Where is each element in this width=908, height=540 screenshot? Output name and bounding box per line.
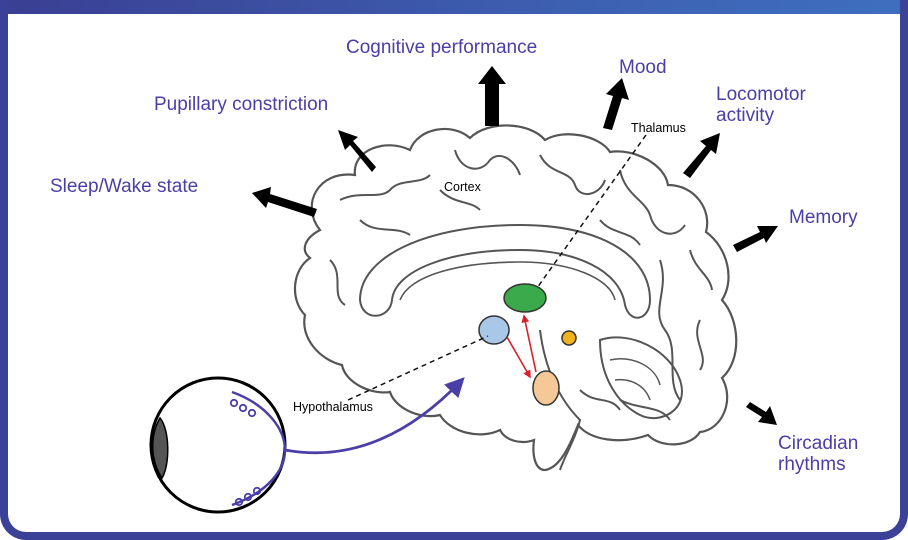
- arrow-locomotor: [683, 133, 720, 178]
- label-cortex: Cortex: [444, 180, 481, 194]
- label-pupillary-constriction: Pupillary constriction: [154, 94, 328, 115]
- label-sleep-wake: Sleep/Wake state: [50, 176, 198, 197]
- label-locomotor-line1: Locomotor: [716, 84, 806, 105]
- label-circadian-line1: Circadian: [778, 433, 858, 454]
- thalamus-nucleus: [504, 284, 546, 312]
- scn-nucleus: [479, 316, 509, 344]
- label-locomotor: Locomotor activity: [716, 84, 806, 126]
- eye: [151, 378, 285, 512]
- label-thalamus: Thalamus: [631, 121, 686, 135]
- label-hypothalamus: Hypothalamus: [293, 400, 373, 414]
- arrow-memory: [733, 226, 778, 252]
- label-mood: Mood: [619, 57, 667, 78]
- arrow-cognitive: [478, 66, 506, 126]
- label-cognitive-performance: Cognitive performance: [346, 37, 537, 58]
- label-memory: Memory: [789, 207, 858, 228]
- arrow-sleep: [252, 187, 317, 217]
- label-circadian-line2: rhythms: [778, 454, 858, 475]
- arrow-mood: [603, 78, 629, 130]
- pineal-gland: [562, 331, 576, 345]
- arrow-circadian: [746, 402, 777, 425]
- label-locomotor-line2: activity: [716, 105, 806, 126]
- label-circadian: Circadian rhythms: [778, 433, 858, 475]
- pituitary-nucleus: [533, 371, 559, 405]
